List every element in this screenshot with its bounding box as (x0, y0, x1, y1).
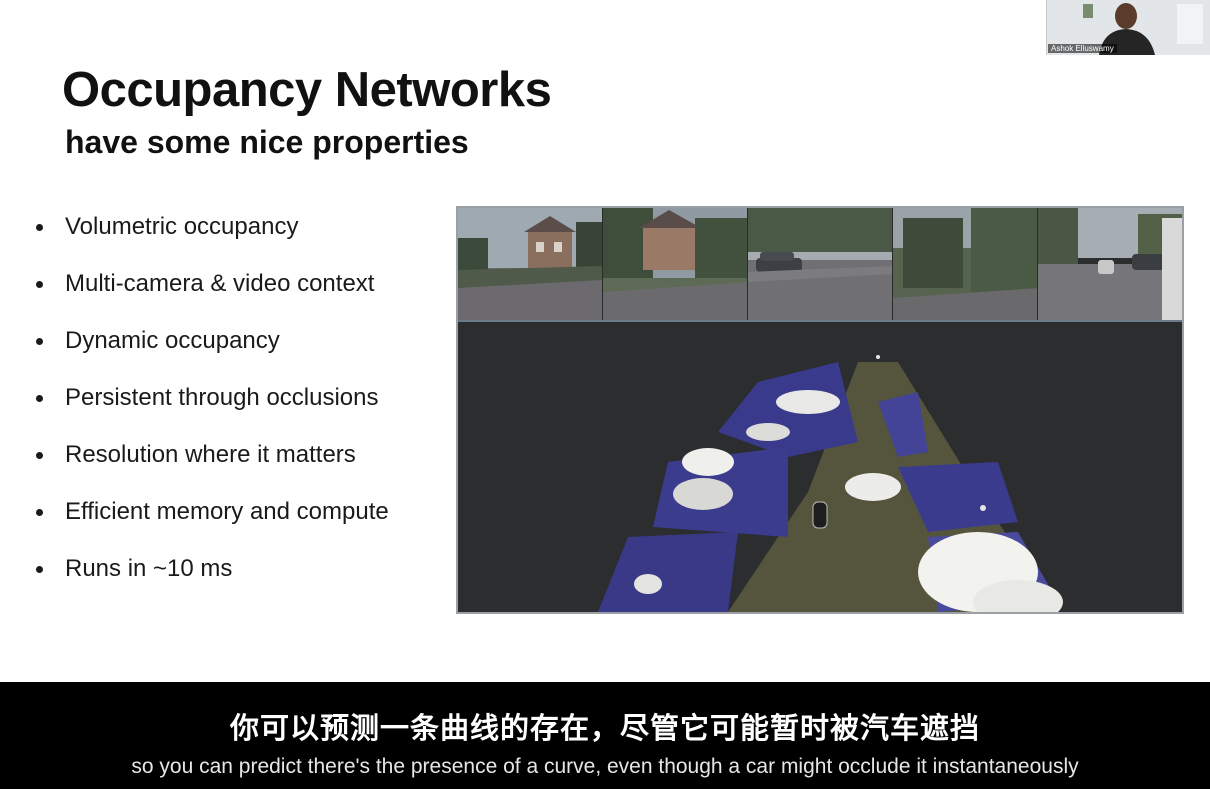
bullet-text: Dynamic occupancy (65, 327, 280, 354)
presentation-slide: Occupancy Networks have some nice proper… (36, 63, 1184, 614)
camera-view-2 (603, 208, 748, 320)
bullet-dot (36, 509, 43, 516)
bullet-dot (36, 566, 43, 573)
speaker-webcam: Ashok Elluswamy (1046, 0, 1210, 55)
bullet-dot (36, 281, 43, 288)
camera-view-5 (1038, 208, 1182, 320)
bullet-text: Multi-camera & video context (65, 270, 375, 297)
camera-view-1 (458, 208, 603, 320)
camera-view-4 (893, 208, 1038, 320)
bullet-text: Volumetric occupancy (65, 213, 299, 240)
bullet-dot (36, 338, 43, 345)
camera-view-3 (748, 208, 893, 320)
subtitle-english: so you can predict there's the presence … (131, 755, 1079, 778)
subtitle-chinese: 你可以预测一条曲线的存在，尽管它可能暂时被汽车遮挡 (229, 713, 980, 745)
bullet-text: Persistent through occlusions (65, 384, 379, 411)
subtitle-bar: 你可以预测一条曲线的存在，尽管它可能暂时被汽车遮挡 so you can pre… (0, 682, 1210, 789)
speaker-name: Ashok Elluswamy (1048, 44, 1117, 53)
bullet-text: Runs in ~10 ms (65, 555, 233, 582)
bullet-dot (36, 452, 43, 459)
occupancy-video[interactable] (456, 206, 1184, 614)
slide-title: Occupancy Networks (62, 63, 552, 117)
bullet-text: Efficient memory and compute (65, 498, 389, 525)
slide-subtitle: have some nice properties (65, 124, 469, 160)
occupancy-render (458, 322, 1182, 612)
bullet-dot (36, 395, 43, 402)
bullet-text: Resolution where it matters (65, 441, 356, 468)
camera-strip (458, 208, 1182, 322)
bullet-dot (36, 224, 43, 231)
